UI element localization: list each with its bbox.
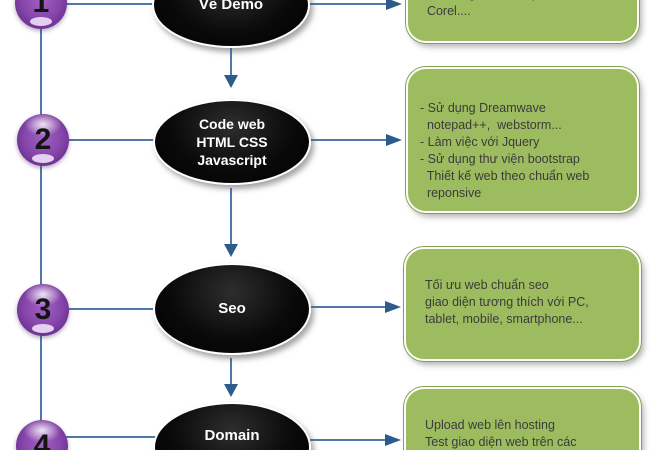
text-line: Tối ưu web chuẩn seo <box>425 278 549 292</box>
text-line: Test giao diện web trên các <box>425 435 577 449</box>
arrow-right-icon <box>385 301 401 313</box>
text-line: reponsive <box>420 186 482 200</box>
step-number: 4 <box>33 429 51 450</box>
callout-step2: - Sử dụng Dreamwave notepad++, webstorm.… <box>406 67 639 213</box>
arrow-down-icon <box>224 75 238 88</box>
arrow-right-icon <box>386 0 402 10</box>
callout-step1: - Sử dụng Photoshop, Corel.... <box>406 0 639 43</box>
callout-step3: Tối ưu web chuẩn seo giao diện tương thíc… <box>404 247 641 361</box>
step-badge-4: 4 <box>16 420 68 450</box>
arrow-down-icon <box>224 244 238 257</box>
text-line: - Sử dụng thư viện bootstrap <box>420 152 580 166</box>
step-badge-2: 2 <box>17 114 69 166</box>
connector-line-step2 <box>58 139 155 141</box>
text-line: Seo <box>218 300 246 317</box>
step-rail-line <box>40 24 42 438</box>
text-line: Upload web lên hosting <box>425 418 555 432</box>
text-line: Thiết kế web theo chuẩn web <box>420 169 590 183</box>
connector-line-step1 <box>56 3 154 5</box>
flow-node-domain: Domain <box>153 402 311 450</box>
text-line: Javascript <box>197 152 267 168</box>
step-number: 1 <box>32 0 50 19</box>
callout-arrow-line-step4 <box>306 439 387 441</box>
arrow-down-icon <box>224 384 238 397</box>
callout-arrow-line-step1 <box>306 3 388 5</box>
text-line: giao diện tương thích với PC, <box>425 295 589 309</box>
connector-line-step4 <box>58 436 156 438</box>
text-line: Domain <box>204 427 260 444</box>
step-badge-3: 3 <box>17 284 69 336</box>
callout-arrow-line-step2 <box>308 139 388 141</box>
step-badge-1: 1 <box>15 0 67 29</box>
text-line: Corel.... <box>420 4 471 18</box>
text-line: - Làm việc với Jquery <box>420 135 540 149</box>
text-line: notepad++, webstorm... <box>420 118 562 132</box>
callout-arrow-line-step3 <box>308 306 387 308</box>
flow-node-ve-demo: Vẽ Demo <box>152 0 310 48</box>
flow-arrow-line-3-4 <box>230 358 232 385</box>
arrow-right-icon <box>385 434 401 446</box>
text-line: Code web <box>198 116 266 132</box>
text-line: - Sử dụng Dreamwave <box>420 101 546 115</box>
text-line: HTML CSS <box>196 134 268 150</box>
flow-arrow-line-1-2 <box>230 47 232 76</box>
arrow-right-icon <box>386 134 402 146</box>
text-line: Vẽ Demo <box>198 0 264 13</box>
flow-arrow-line-2-3 <box>230 188 232 245</box>
step-number: 2 <box>34 123 52 156</box>
text-line: tablet, mobile, smartphone... <box>425 312 583 326</box>
step-number: 3 <box>34 293 52 326</box>
connector-line-step3 <box>58 308 155 310</box>
flow-node-seo: Seo <box>153 263 311 355</box>
text-line: - Sử dụng Photoshop, <box>420 0 627 3</box>
